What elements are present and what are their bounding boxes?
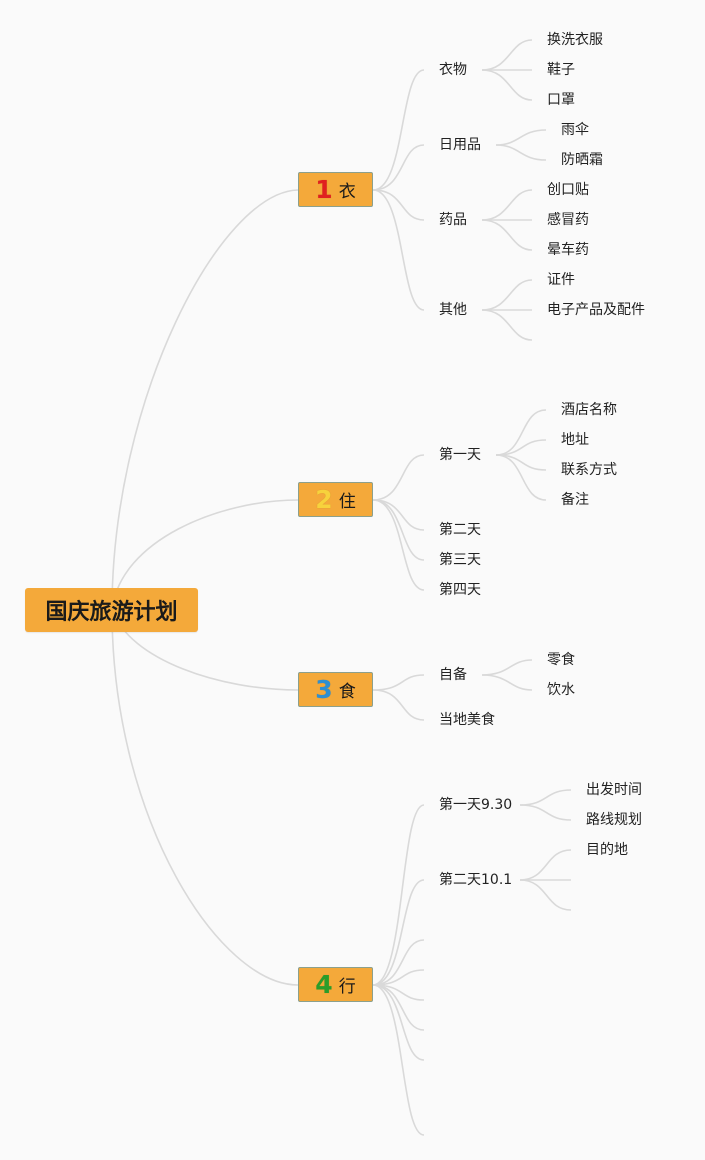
leaf-node[interactable]: 证件 [547, 272, 575, 288]
leaf-node[interactable]: 目的地 [586, 842, 628, 858]
subtopic-day-four[interactable]: 第四天 [439, 582, 481, 598]
category-label: 住 [338, 492, 356, 512]
number-three-icon: 3 [315, 675, 333, 704]
leaf-node[interactable]: 换洗衣服 [547, 32, 603, 48]
leaf-node[interactable]: 感冒药 [547, 212, 589, 228]
category-food[interactable]: 3 食 [298, 672, 373, 707]
number-one-icon: 1 [315, 175, 333, 204]
leaf-node[interactable]: 创口贴 [547, 182, 589, 198]
subtopic-clothes[interactable]: 衣物 [439, 62, 467, 78]
leaf-node[interactable]: 地址 [561, 432, 589, 448]
category-label: 行 [338, 977, 356, 997]
subtopic-daily[interactable]: 日用品 [439, 137, 481, 153]
leaf-node[interactable]: 口罩 [547, 92, 575, 108]
subtopic-travel-day-one[interactable]: 第一天9.30 [439, 797, 513, 813]
leaf-node[interactable]: 联系方式 [561, 462, 617, 478]
category-travel[interactable]: 4 行 [298, 967, 373, 1002]
leaf-node[interactable]: 晕车药 [547, 242, 589, 258]
leaf-node[interactable]: 雨伞 [561, 122, 589, 138]
leaf-node[interactable]: 鞋子 [547, 62, 575, 78]
leaf-node[interactable]: 零食 [547, 652, 575, 668]
number-four-icon: 4 [315, 970, 333, 999]
connector-lines [111, 39, 572, 1136]
subtopic-day-three[interactable]: 第三天 [439, 552, 481, 568]
category-clothing[interactable]: 1 衣 [298, 172, 373, 207]
leaf-node[interactable]: 防晒霜 [561, 152, 603, 168]
leaf-node[interactable]: 酒店名称 [561, 402, 617, 418]
leaf-node[interactable]: 饮水 [547, 682, 575, 698]
category-label: 衣 [338, 182, 356, 202]
subtopic-medicine[interactable]: 药品 [439, 212, 467, 228]
root-title: 国庆旅游计划 [45, 600, 178, 625]
subtopic-day-two[interactable]: 第二天 [439, 522, 481, 538]
leaf-node[interactable]: 路线规划 [586, 812, 642, 828]
leaf-node[interactable]: 出发时间 [586, 782, 642, 798]
subtopic-local-food[interactable]: 当地美食 [439, 712, 495, 728]
subtopic-day-one[interactable]: 第一天 [439, 447, 481, 463]
subtopic-other[interactable]: 其他 [439, 302, 467, 318]
category-label: 食 [338, 682, 356, 702]
number-two-icon: 2 [315, 485, 333, 514]
subtopic-self-prepared[interactable]: 自备 [439, 667, 467, 683]
category-lodging[interactable]: 2 住 [298, 482, 373, 517]
leaf-node[interactable]: 电子产品及配件 [547, 302, 645, 318]
subtopic-travel-day-two[interactable]: 第二天10.1 [439, 872, 513, 888]
root-topic[interactable]: 国庆旅游计划 [25, 588, 198, 632]
leaf-node[interactable]: 备注 [561, 492, 589, 508]
